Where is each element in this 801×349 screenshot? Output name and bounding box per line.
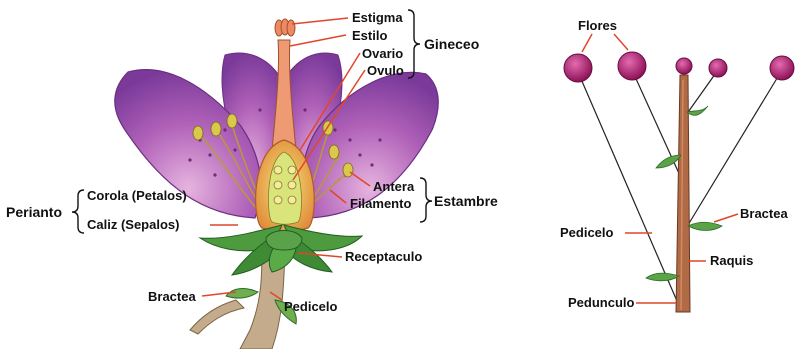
label-estigma: Estigma	[352, 11, 403, 25]
leader-flores-1	[582, 34, 592, 52]
bracket-perianto	[72, 190, 84, 233]
anther-right-2	[329, 145, 339, 159]
stigma	[275, 19, 295, 36]
label-pedicelo: Pedicelo	[284, 300, 337, 314]
leader-bractea-right	[714, 214, 738, 222]
bractea-leaf-3	[688, 222, 722, 230]
flower-head-3	[676, 58, 692, 74]
bracket-estambre	[420, 178, 432, 222]
label-flores: Flores	[578, 19, 617, 33]
flower-head-2	[618, 52, 646, 80]
leader-flores-2	[614, 34, 628, 50]
bractea-leaf-4	[646, 273, 679, 281]
inflorescence-drawing	[564, 52, 794, 312]
anther-left-3	[193, 126, 203, 140]
leader-estigma	[292, 18, 348, 24]
leader-estilo	[290, 35, 346, 46]
label-bractea-inflorescence: Bractea	[740, 207, 788, 221]
pedicel-line-4	[686, 70, 718, 115]
label-filamento: Filamento	[350, 197, 411, 211]
label-ovulo: Ovulo	[367, 64, 404, 78]
pedicel-line-2	[632, 70, 682, 180]
pedicel-line-1	[578, 72, 680, 308]
label-pedunculo: Pedunculo	[568, 296, 634, 310]
label-corola: Corola (Petalos)	[87, 189, 187, 203]
label-bractea: Bractea	[148, 290, 196, 304]
label-estambre: Estambre	[434, 194, 498, 208]
bractea-leaf-1	[656, 155, 681, 168]
bractea-leaf-2	[687, 106, 708, 115]
label-antera: Antera	[373, 180, 414, 194]
label-raquis: Raquis	[710, 254, 753, 268]
label-estilo: Estilo	[352, 29, 387, 43]
label-ovario: Ovario	[362, 47, 403, 61]
label-gineceo: Gineceo	[424, 37, 479, 51]
label-pedicelo-inflorescence: Pedicelo	[560, 226, 613, 240]
flower-head-5	[770, 56, 794, 80]
label-perianto: Perianto	[6, 205, 62, 219]
bracket-gineceo	[408, 10, 420, 78]
label-caliz: Caliz (Sepalos)	[87, 218, 179, 232]
flower-head-4	[709, 59, 727, 77]
anther-left-2	[227, 114, 237, 128]
anther-left-1	[211, 122, 221, 136]
receptacle	[266, 231, 302, 251]
stem-branch	[190, 300, 244, 334]
flower-head-1	[564, 54, 592, 82]
anther-right-3	[343, 163, 353, 177]
label-receptaculo: Receptaculo	[345, 250, 422, 264]
